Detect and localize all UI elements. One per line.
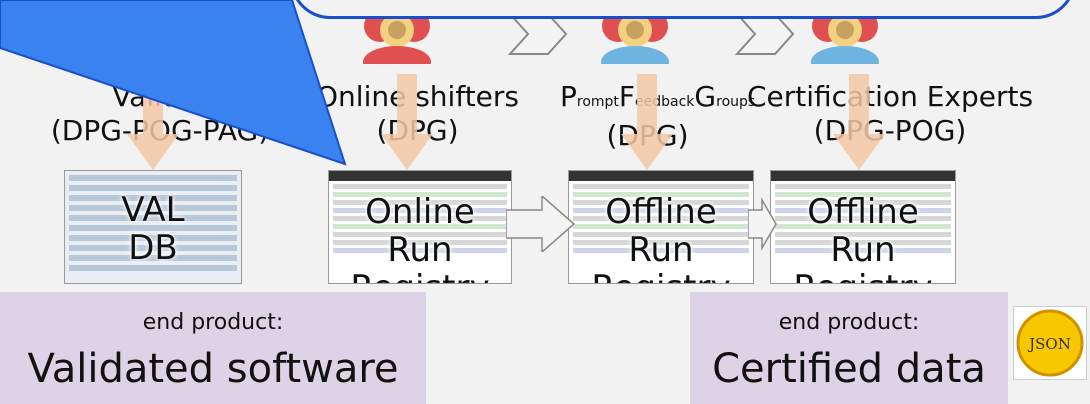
val-db-thumbnail: VAL DB <box>64 170 242 284</box>
registry-label: VAL DB <box>121 190 185 268</box>
registry-label: Offline Run Registry <box>793 192 932 283</box>
json-logo: JSON <box>1013 306 1087 380</box>
down-arrow <box>127 74 179 170</box>
callout-bubble <box>290 0 1076 19</box>
end-product-software: end product: Validated software <box>0 292 426 404</box>
offline-run-registry-thumbnail: Offline Run Registry <box>568 170 754 284</box>
down-arrow <box>381 74 433 170</box>
right-arrow <box>748 197 777 251</box>
svg-text:JSON: JSON <box>1027 335 1071 353</box>
online-run-registry-thumbnail: Online Run Registry <box>328 170 512 284</box>
offline-run-registry-thumbnail: Offline Run Registry <box>770 170 956 284</box>
down-arrow <box>621 74 673 170</box>
group-label-certification: Certification Experts (DPG-POG) <box>746 80 1034 147</box>
down-arrow <box>833 74 885 170</box>
callout-pointer <box>0 0 347 166</box>
right-arrow <box>506 196 576 252</box>
end-product-data: end product: Certified data <box>690 292 1008 404</box>
people-group-icon <box>601 10 669 64</box>
registry-label: Online Run Registry <box>350 192 489 283</box>
registry-label: Offline Run Registry <box>591 192 730 283</box>
